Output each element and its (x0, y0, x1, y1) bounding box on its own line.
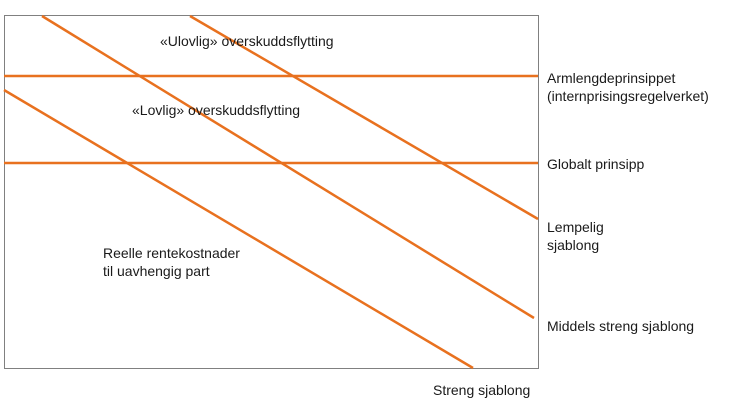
lenient-template-label-line-2: sjablong (547, 237, 600, 253)
strict-template-label: Streng sjablong (433, 382, 531, 398)
arms-length-label-line-2: (internprisingsregelverket) (547, 88, 709, 104)
medium-template-line (41, 14, 535, 320)
lenient-template-label-line-1: Lempelig (547, 219, 604, 235)
medium-template-label: Middels streng sjablong (547, 318, 695, 334)
lenient-template-label: Lempelig sjablong (547, 218, 604, 254)
real-interest-costs-line-1: Reelle rentekostnader (103, 245, 240, 261)
illegal-profit-shifting-label: «Ulovlig» overskuddsflytting (160, 33, 334, 49)
legal-profit-shifting-label: «Lovlig» overskuddsflytting (132, 102, 301, 118)
arms-length-label-line-1: Armlengdeprinsippet (547, 70, 676, 86)
global-principle-label: Globalt prinsipp (547, 156, 645, 172)
diagram-frame (4, 15, 539, 369)
real-interest-costs-line-2: til uavhengig part (103, 263, 210, 279)
strict-template-line (3, 88, 474, 370)
arms-length-label: Armlengdeprinsippet (internprisingsregel… (547, 69, 709, 105)
lenient-template-line (189, 14, 539, 221)
real-interest-costs-label: Reelle rentekostnader til uavhengig part (103, 244, 240, 280)
